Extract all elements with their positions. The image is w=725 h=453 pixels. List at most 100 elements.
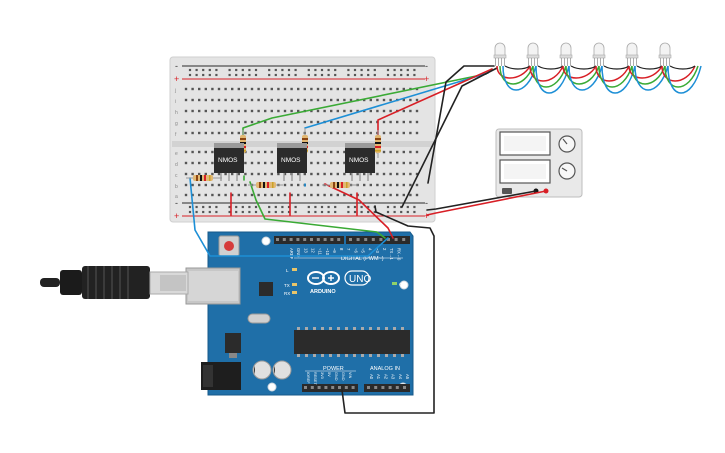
power-pin-label: GND xyxy=(341,372,345,381)
analog-pin-label: A4 xyxy=(398,374,403,380)
led-wire xyxy=(661,65,696,82)
rgb-led xyxy=(526,42,570,94)
row-letter-g: g xyxy=(175,121,178,127)
analog-header-label: ANALOG IN xyxy=(370,366,400,372)
digital-pin-label: 12 xyxy=(310,248,315,253)
digital-pin-label: AREF xyxy=(289,248,294,260)
rail-plus-label-right: + xyxy=(424,74,429,84)
rgb-led xyxy=(493,42,537,91)
digital-pwm-label: DIGITAL (PWM~) xyxy=(341,256,384,262)
led-wire xyxy=(532,65,567,88)
mosfet-2-label: NMOS xyxy=(281,157,301,164)
digital-pin-label: 13 xyxy=(303,248,308,253)
rgb-led xyxy=(658,42,702,94)
rail-minus-label: - xyxy=(175,61,178,71)
digital-pin-label: ~10 xyxy=(325,248,330,256)
mosfet-1: NMOS xyxy=(214,143,244,181)
rail-plus-label-bottom-right: + xyxy=(424,211,429,221)
atmega-chip xyxy=(294,330,410,354)
led-wire xyxy=(496,65,531,79)
analog-pin-label: A5 xyxy=(405,374,410,380)
digital-pin-label: ~9 xyxy=(332,248,337,253)
led-common-wire xyxy=(669,65,696,70)
led-wire xyxy=(667,65,702,94)
led-common-wire xyxy=(603,65,630,70)
digital-pin-label: TX→1 xyxy=(389,248,394,261)
power-switch[interactable] xyxy=(502,188,512,194)
breadboard-holes xyxy=(184,68,419,214)
led-wire xyxy=(502,65,537,91)
row-letter-a: a xyxy=(175,194,178,200)
led-common-wire xyxy=(504,65,531,70)
analog-pin-label: A0 xyxy=(369,374,374,380)
led-wire xyxy=(628,65,663,79)
led-wire xyxy=(598,65,633,88)
digital-pin-label: ~5 xyxy=(361,248,366,253)
on-led-label: ON xyxy=(399,282,406,287)
row-letter-h: h xyxy=(175,110,178,116)
rail-minus-label-bottom: - xyxy=(175,198,178,208)
row-letter-b: b xyxy=(175,184,178,190)
led-wire xyxy=(562,65,597,79)
led-label-rx: RX xyxy=(284,291,290,296)
led-wire xyxy=(535,65,570,94)
digital-header-pins xyxy=(276,238,406,241)
resistor-pulldown-3 xyxy=(322,182,358,188)
row-letter-e: e xyxy=(175,151,178,157)
power-pin-label: 5V xyxy=(327,372,331,377)
digital-pin-label: 2 xyxy=(382,248,387,251)
row-letter-j: j xyxy=(174,88,176,94)
digital-pin-label: RX←0 xyxy=(396,248,401,261)
led-wire xyxy=(601,65,636,94)
arduino-brand-text: ARDUINO xyxy=(310,289,336,295)
usb-cable xyxy=(40,266,189,299)
led-label-l: L xyxy=(286,268,289,273)
rgb-led xyxy=(559,42,603,91)
resistor-gate-3 xyxy=(375,130,381,158)
led-common-wire xyxy=(636,65,663,70)
rail-minus-label-right: - xyxy=(425,61,428,71)
led-wire xyxy=(595,65,630,82)
row-letter-i: i xyxy=(175,99,176,105)
led-label-tx: TX xyxy=(284,283,290,288)
analog-pin-label: A3 xyxy=(391,374,396,380)
row-letter-f: f xyxy=(175,132,177,138)
rail-minus-label-bottom-right: - xyxy=(425,198,428,208)
analog-pin-label: A1 xyxy=(376,374,381,380)
mosfet-3-label: NMOS xyxy=(349,157,369,164)
resistor-pulldown-1 xyxy=(186,175,222,181)
digital-pin-label: ~6 xyxy=(353,248,358,253)
led-wire xyxy=(568,65,603,91)
power-pin-label: VIN xyxy=(348,372,352,379)
led-wire xyxy=(634,65,669,91)
led-common-wire xyxy=(570,65,597,70)
digital-pin-label: 8 xyxy=(339,248,344,251)
power-pin-label: GND xyxy=(334,372,338,381)
power-header-label: POWER xyxy=(323,366,344,372)
rail-plus-label: + xyxy=(174,74,179,84)
digital-pin-label: 7 xyxy=(346,248,351,251)
power-analog-header-pins xyxy=(304,386,406,389)
led-common-wire xyxy=(537,65,564,70)
resistor-pulldown-2 xyxy=(248,182,283,188)
rail-plus-label-bottom: + xyxy=(174,211,179,221)
digital-pin-label: ~3 xyxy=(375,248,380,253)
rgb-led xyxy=(592,42,636,94)
dc-power-supply xyxy=(495,128,583,198)
digital-pin-label: 4 xyxy=(368,248,373,251)
led-wire xyxy=(664,65,699,88)
rgb-led-strip xyxy=(493,42,702,94)
rgb-led xyxy=(625,42,669,91)
arduino-model-text: UNO xyxy=(349,274,371,285)
analog-pin-label: A2 xyxy=(383,374,388,380)
digital-pin-label: GND xyxy=(296,248,301,257)
digital-pin-label: ~11 xyxy=(318,248,323,255)
led-wire xyxy=(529,65,564,82)
row-letter-d: d xyxy=(175,162,178,168)
mosfet-3: NMOS xyxy=(345,143,375,181)
power-pin-label: IOREF xyxy=(306,372,310,384)
